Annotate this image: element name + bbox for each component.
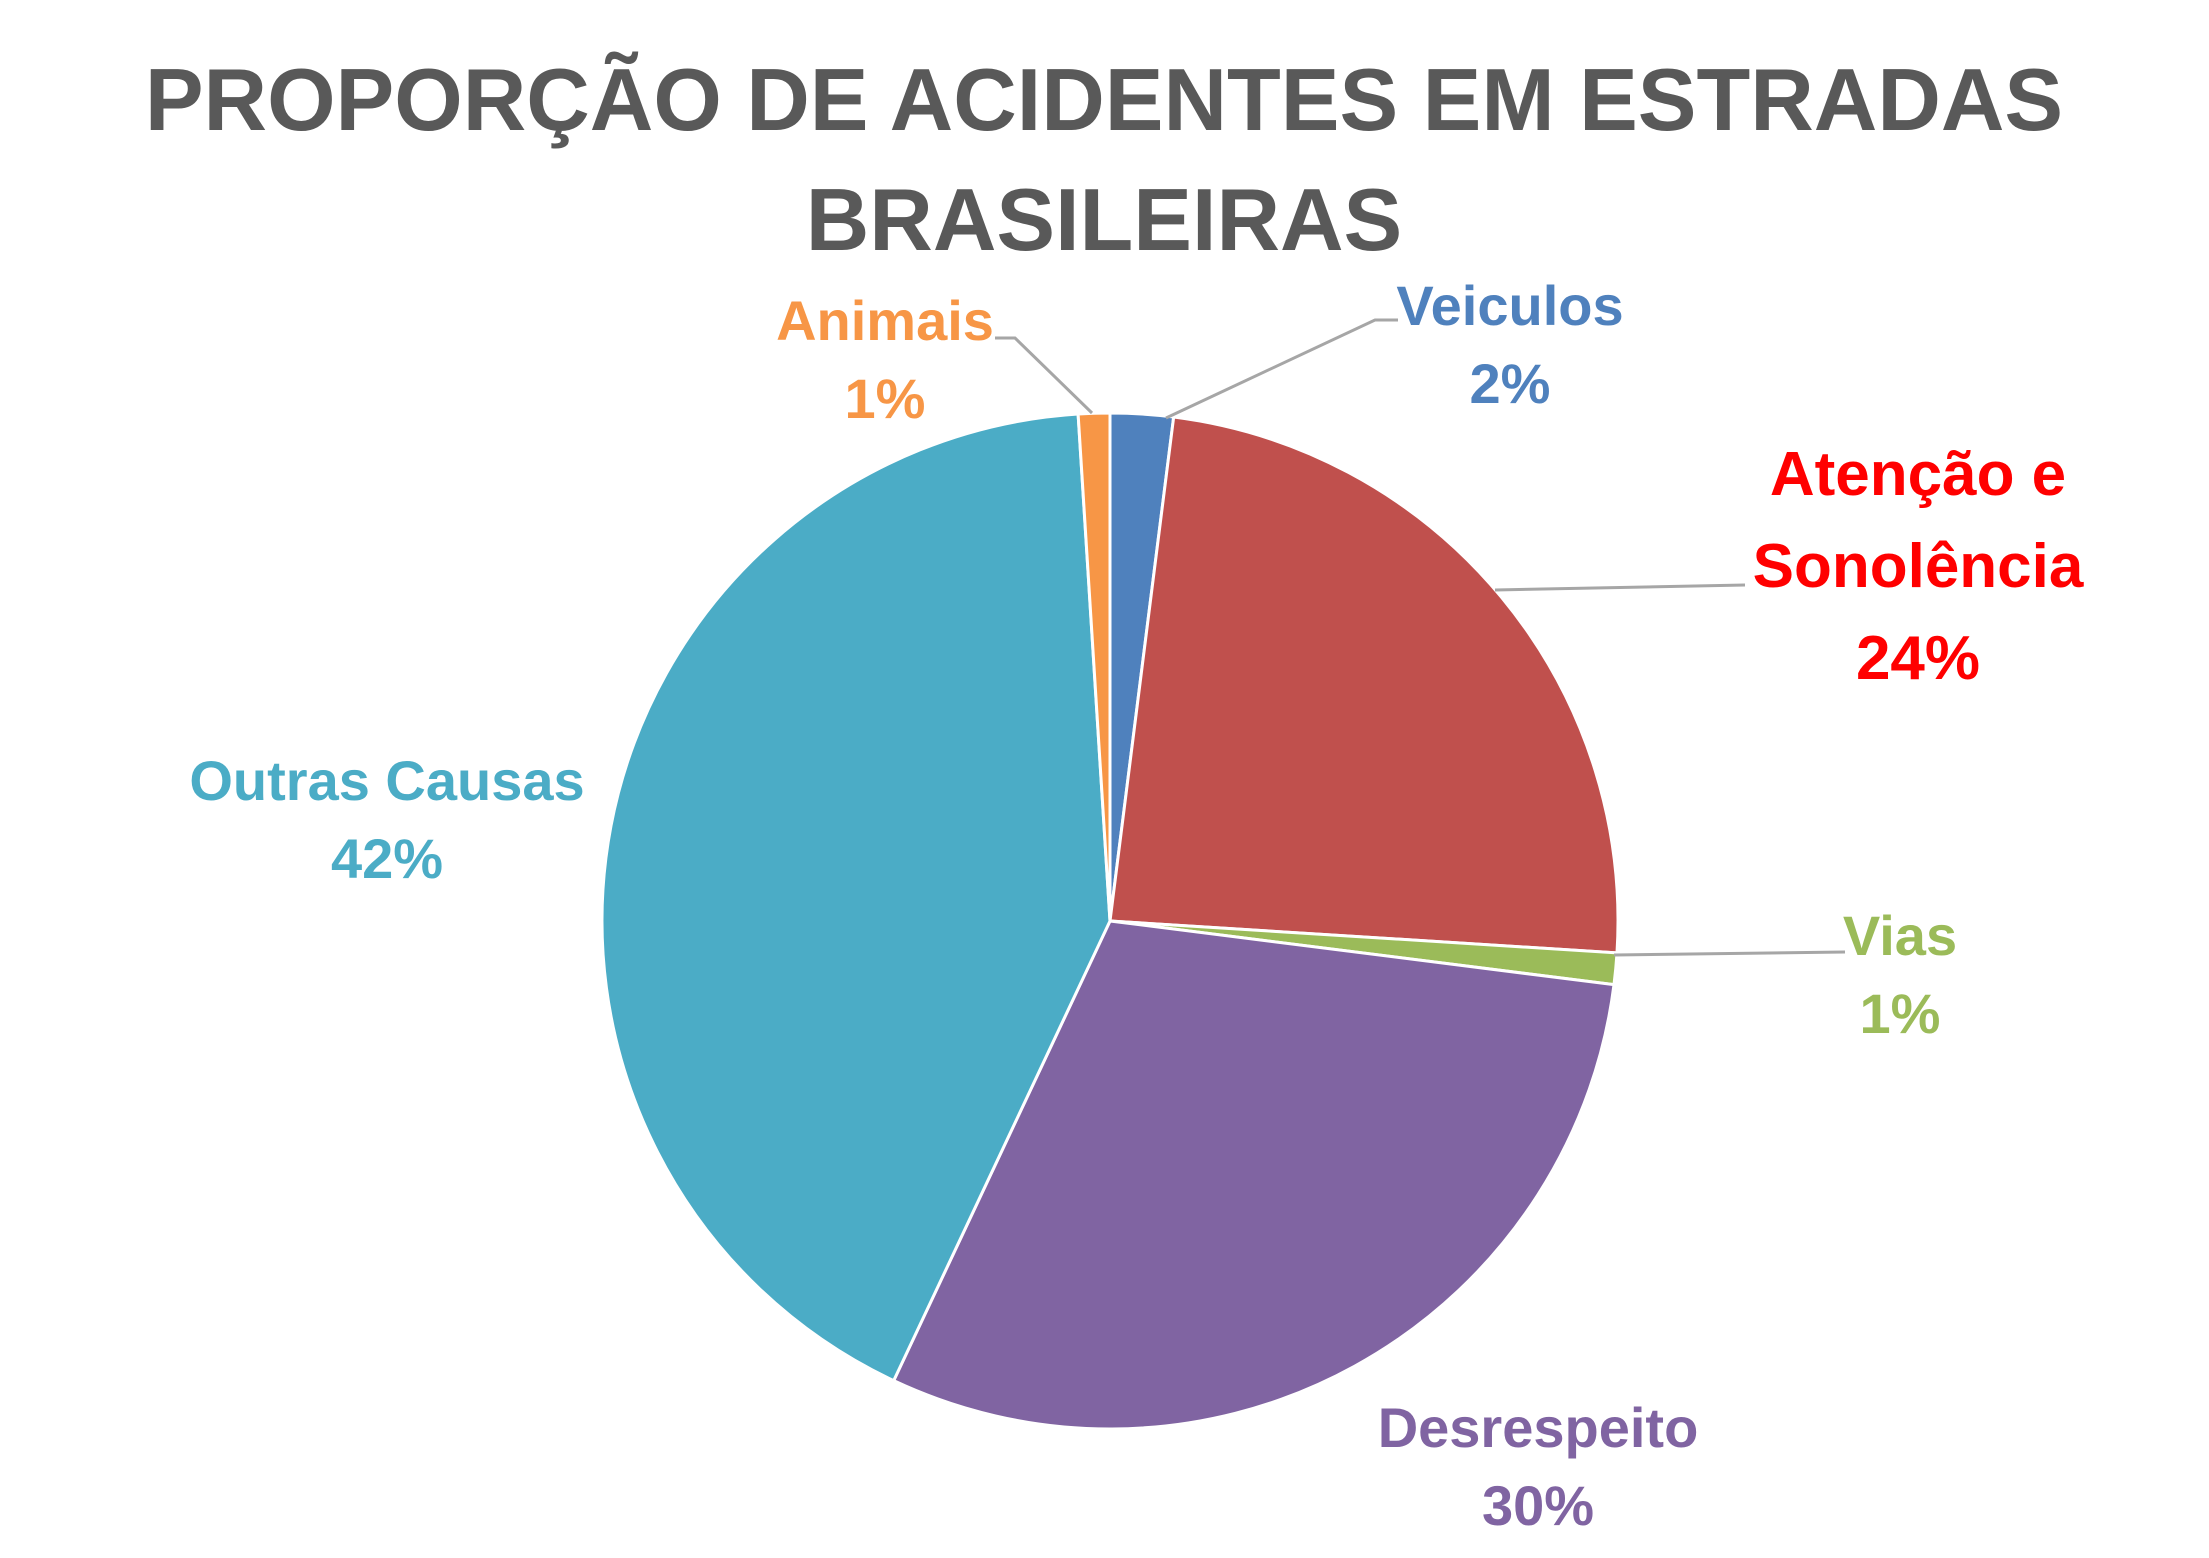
slice-category-label: Outras Causas (189, 749, 584, 812)
pie-slice-outras-causas (600, 412, 1112, 1383)
slice-labels: Veiculos 2% Atenção e Sonolência 24% Vias 1% De… (189, 274, 2084, 1537)
slice-category-label: Animais (776, 289, 994, 352)
slice-value-label: 30% (1482, 1474, 1594, 1537)
slice-value-label: 24% (1856, 624, 1980, 693)
slice-category-label: Vias (1843, 904, 1957, 967)
slice-category-label: Veiculos (1396, 274, 1623, 337)
leader-line (1494, 583, 1746, 592)
pie-slices (600, 411, 1620, 1431)
leader-line (995, 336, 1094, 415)
chart-title-line-2: BRASILEIRAS (806, 170, 1403, 269)
leader-line (1165, 318, 1398, 420)
slice-value-label: 2% (1470, 352, 1551, 415)
slice-category-label: Sonolência (1753, 532, 2084, 601)
leader-line (1613, 950, 1846, 957)
leader-lines (995, 318, 1846, 957)
chart-title-line-1: PROPORÇÃO DE ACIDENTES EM ESTRADAS (145, 50, 2063, 149)
pie-slice-aten-o-e-sonol-ncia (1108, 415, 1620, 955)
slice-category-label: Desrespeito (1378, 1396, 1699, 1459)
slice-value-label: 42% (331, 827, 443, 890)
pie-slice-desrespeito (891, 919, 1616, 1431)
slice-value-label: 1% (1860, 982, 1941, 1045)
slice-category-label: Atenção e (1770, 440, 2066, 509)
pie-slice-animais (1076, 411, 1112, 922)
slice-value-label: 1% (845, 367, 926, 430)
